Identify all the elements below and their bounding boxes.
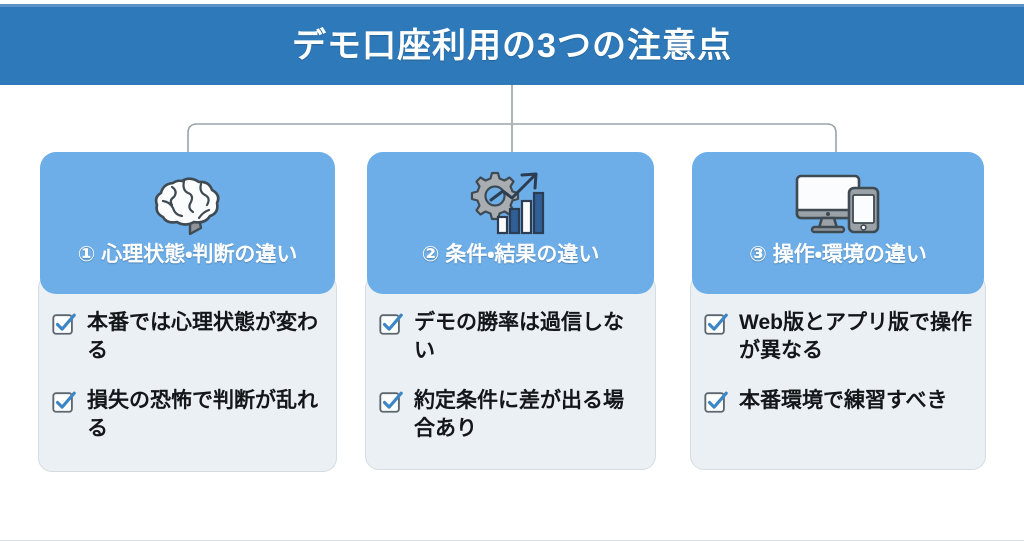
checkbox-icon (704, 391, 728, 413)
monitor-phone-icon (792, 166, 884, 238)
checkbox-icon (704, 313, 728, 335)
bullet-text: 約定条件に差が出る場合あり (414, 389, 624, 441)
gear-chart-icon (468, 166, 554, 238)
list-item: Web版とアプリ版で操作が異なる (703, 309, 973, 365)
brain-icon (149, 166, 227, 238)
card-psychology[interactable]: ① 心理状態・判断の違い 本番では心理状態が変わる 損失の恐怖で判断が乱れる (38, 152, 337, 472)
card-header-1: ① 心理状態・判断の違い (40, 152, 335, 294)
list-item: デモの勝率は過信しない (378, 309, 643, 365)
bullet-text: Web版とアプリ版で操作が異なる (739, 311, 972, 363)
list-item: 約定条件に差が出る場合あり (378, 387, 643, 443)
bullet-text: 損失の恐怖で判断が乱れる (87, 389, 318, 441)
bullet-text: デモの勝率は過信しない (414, 311, 624, 363)
card-header-2: ② 条件・結果の違い (367, 152, 654, 294)
list-item: 本番では心理状態が変わる (51, 309, 324, 365)
cards-row: ① 心理状態・判断の違い 本番では心理状態が変わる 損失の恐怖で判断が乱れる (0, 152, 1024, 497)
card-body-1: 本番では心理状態が変わる 損失の恐怖で判断が乱れる (38, 274, 337, 472)
list-item: 損失の恐怖で判断が乱れる (51, 387, 324, 443)
card-title-1: ① 心理状態・判断の違い (77, 243, 298, 266)
card-body-2: デモの勝率は過信しない 約定条件に差が出る場合あり (365, 274, 656, 470)
checkbox-icon (379, 391, 403, 413)
bullet-text: 本番環境で練習すべき (739, 389, 948, 413)
checkbox-icon (52, 313, 76, 335)
card-conditions[interactable]: ② 条件・結果の違い デモの勝率は過信しない 約定条件に差が出る場合あり (365, 152, 656, 470)
card-body-3: Web版とアプリ版で操作が異なる 本番環境で練習すべき (690, 274, 986, 470)
card-title-2: ② 条件・結果の違い (421, 243, 600, 266)
card-header-3: ③ 操作・環境の違い (692, 152, 984, 294)
card-environment[interactable]: ③ 操作・環境の違い Web版とアプリ版で操作が異なる 本番環境で練習すべき (690, 152, 986, 470)
card-title-3: ③ 操作・環境の違い (749, 243, 927, 266)
checkbox-icon (379, 313, 403, 335)
bullet-text: 本番では心理状態が変わる (87, 311, 318, 363)
list-item: 本番環境で練習すべき (703, 387, 973, 415)
page-title: デモ口座利用の3つの注意点 (292, 27, 732, 65)
page-title-bar: デモ口座利用の3つの注意点 (0, 4, 1024, 85)
checkbox-icon (52, 391, 76, 413)
